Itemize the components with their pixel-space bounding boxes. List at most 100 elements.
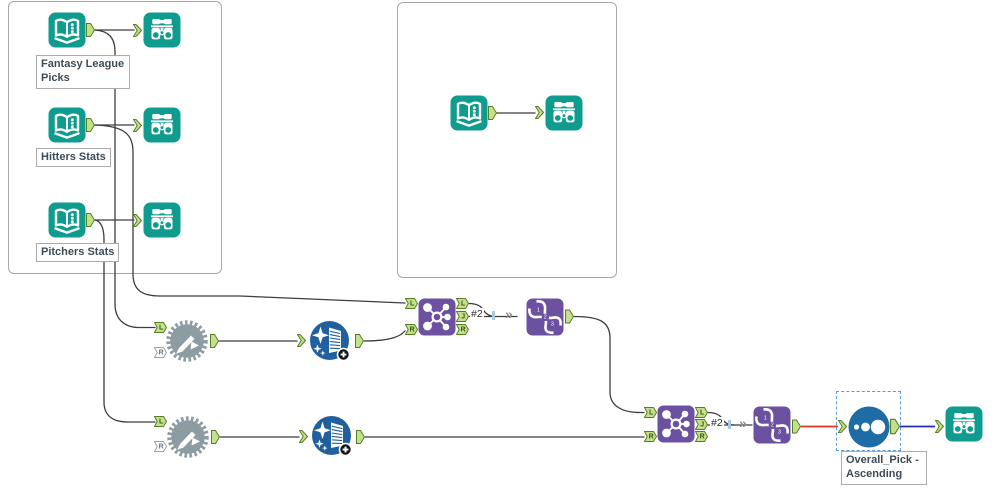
union-digit-3: 3 — [778, 429, 781, 435]
input-data-tool-pitchers[interactable] — [48, 202, 86, 238]
input-anchor[interactable] — [133, 214, 142, 227]
output-anchor[interactable] — [210, 334, 219, 348]
sort-selection-box — [836, 391, 901, 451]
union-digit-1: 1 — [537, 307, 540, 313]
output-anchor[interactable] — [565, 309, 574, 324]
join-output-anchor-J[interactable]: J — [695, 419, 708, 430]
join-output-anchor-L[interactable]: L — [456, 298, 469, 309]
browse-binoculars-icon — [143, 12, 181, 48]
annotation-input-pitchers[interactable]: Pitchers Stats — [36, 243, 120, 263]
connection-tick — [728, 420, 731, 429]
connection-fantasy-to-dynamic-rename-1[interactable] — [94, 29, 156, 329]
browse-tool-single[interactable] — [545, 95, 583, 131]
join-network-icon — [418, 298, 456, 336]
annotation-input-fantasy[interactable]: Fantasy League Picks — [36, 55, 130, 89]
union-tool-1[interactable]: 1 2 3 — [526, 298, 564, 336]
input-anchor[interactable] — [133, 24, 142, 37]
join-output-anchor-R[interactable]: R — [456, 324, 469, 335]
browse-tool-hitters[interactable] — [143, 107, 181, 143]
input-anchor[interactable] — [535, 106, 544, 119]
input-data-tool-single[interactable] — [450, 95, 488, 131]
output-anchor-sort-selected[interactable] — [890, 416, 900, 437]
svg-text:L: L — [649, 409, 654, 416]
input-data-icon — [48, 12, 86, 48]
join-output-anchor-J[interactable]: J — [456, 311, 469, 322]
join-tool-1[interactable] — [418, 298, 456, 336]
output-anchor[interactable] — [86, 23, 95, 37]
connection-tick — [492, 311, 495, 320]
connection-number-label: #2 — [710, 417, 724, 429]
data-cleansing-tool-2[interactable] — [310, 414, 356, 460]
svg-text:R: R — [461, 326, 466, 333]
input-anchor[interactable] — [935, 420, 944, 433]
gear-pencil-icon — [166, 415, 210, 459]
browse-tool-fantasy[interactable] — [143, 12, 181, 48]
output-anchor[interactable] — [356, 430, 365, 444]
connection-pitchers-to-dynamic-rename-2[interactable] — [94, 219, 156, 423]
tool-container-single[interactable] — [397, 2, 617, 278]
svg-text:L: L — [159, 324, 164, 331]
connection-hitters-to-join-1-L[interactable] — [94, 124, 406, 304]
union-digit-2: 2 — [544, 314, 547, 320]
output-anchor[interactable] — [86, 213, 95, 227]
browse-binoculars-icon — [945, 406, 983, 442]
input-data-icon — [48, 107, 86, 143]
multi-connection-icon: » — [739, 415, 747, 431]
browse-binoculars-icon — [545, 95, 583, 131]
input-anchor-L[interactable]: L — [154, 322, 167, 333]
union-digit-3: 3 — [551, 321, 554, 327]
data-cleansing-icon — [308, 319, 354, 365]
browse-tool-final[interactable] — [945, 406, 983, 442]
browse-binoculars-icon — [143, 202, 181, 238]
output-anchor[interactable] — [211, 430, 220, 444]
join-input-anchor-R[interactable]: R — [405, 324, 418, 335]
svg-text:R: R — [159, 443, 164, 450]
connection-number-label: #2 — [470, 308, 484, 320]
union-tool-2[interactable]: 1 2 3 — [753, 406, 791, 444]
join-output-anchor-R[interactable]: R — [695, 431, 708, 442]
svg-text:R: R — [410, 326, 415, 333]
svg-text:R: R — [700, 433, 705, 440]
output-anchor[interactable] — [488, 106, 497, 120]
svg-text:L: L — [700, 409, 705, 416]
dynamic-rename-tool-2[interactable] — [166, 415, 210, 459]
join-network-icon — [657, 405, 695, 443]
join-tool-2[interactable] — [657, 405, 695, 443]
join-output-anchor-L[interactable]: L — [695, 407, 708, 418]
browse-tool-pitchers[interactable] — [143, 202, 181, 238]
svg-text:L: L — [461, 300, 466, 307]
connection-union-1-to-join-2-L[interactable] — [573, 315, 645, 414]
sort-dots-icon — [847, 405, 891, 449]
union-digit-2: 2 — [771, 422, 774, 428]
union-helix-icon: 1 2 3 — [526, 298, 564, 336]
output-anchor[interactable] — [792, 419, 801, 434]
input-anchor-L[interactable]: L — [154, 416, 167, 427]
annotation-input-hitters[interactable]: Hitters Stats — [36, 148, 111, 168]
input-anchor[interactable] — [133, 119, 142, 132]
output-anchor[interactable] — [355, 334, 364, 348]
annotation-sort[interactable]: Overall_Pick - Ascending — [841, 451, 927, 485]
input-data-icon — [450, 95, 488, 131]
union-helix-icon: 1 2 3 — [753, 406, 791, 444]
join-input-anchor-R[interactable]: R — [644, 431, 657, 442]
input-data-tool-fantasy[interactable] — [48, 12, 86, 48]
data-cleansing-tool-1[interactable] — [308, 319, 354, 365]
join-input-anchor-L[interactable]: L — [405, 298, 418, 309]
output-anchor[interactable] — [86, 118, 95, 132]
sort-tool[interactable] — [847, 405, 891, 449]
svg-text:L: L — [159, 418, 164, 425]
connection-cleansing-1-to-join-1-R[interactable] — [362, 330, 406, 342]
input-anchor[interactable] — [299, 430, 308, 443]
join-input-anchor-L[interactable]: L — [644, 407, 657, 418]
browse-binoculars-icon — [143, 107, 181, 143]
input-data-tool-hitters[interactable] — [48, 107, 86, 143]
input-anchor-R-optional[interactable]: R — [154, 441, 167, 452]
dynamic-rename-tool-1[interactable] — [165, 319, 209, 363]
input-anchor[interactable] — [838, 420, 847, 433]
input-anchor-R-optional[interactable]: R — [154, 347, 167, 358]
input-anchor[interactable] — [297, 334, 306, 347]
svg-text:R: R — [159, 349, 164, 356]
data-cleansing-icon — [310, 414, 356, 460]
